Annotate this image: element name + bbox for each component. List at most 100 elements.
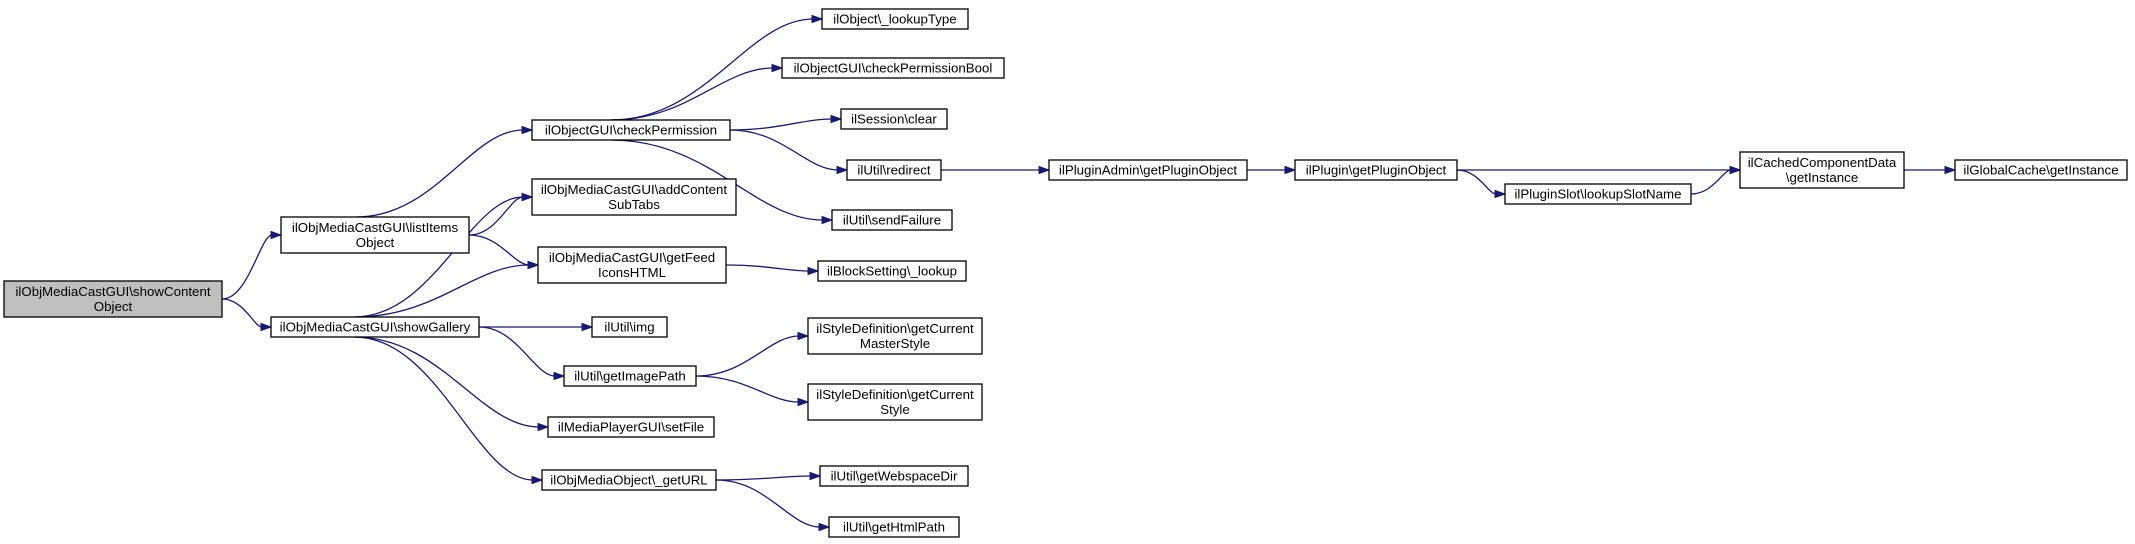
edge-line — [695, 335, 800, 377]
node-n12[interactable]: ilObjectGUI\checkPermissionBool — [781, 57, 1005, 79]
edge-n3-n5 — [354, 192, 534, 318]
edge-line — [468, 234, 530, 266]
node-box — [781, 57, 1005, 79]
nodes-layer: ilObjMediaCastGUI\showContentObjectilObj… — [3, 8, 2128, 538]
edge-n2-n4 — [356, 125, 534, 218]
node-box — [846, 159, 942, 181]
node-n23[interactable]: ilPluginSlot\lookupSlotName — [1504, 183, 1692, 205]
arrowhead-icon — [811, 14, 824, 24]
node-n4[interactable]: ilObjectGUI\checkPermission — [531, 119, 731, 141]
node-n20[interactable]: ilUtil\getHtmlPath — [828, 516, 960, 538]
node-box — [541, 469, 717, 491]
arrowhead-icon — [797, 331, 810, 341]
arrowhead-icon — [807, 266, 820, 276]
node-label: ilPlugin\getPluginObject — [1306, 163, 1447, 178]
node-box — [537, 246, 727, 284]
node-label: ilGlobalCache\getInstance — [1963, 163, 2118, 178]
edge-n23-n24 — [1690, 165, 1742, 195]
node-n3[interactable]: ilObjMediaCastGUI\showGallery — [270, 316, 480, 338]
arrowhead-icon — [553, 371, 566, 381]
node-box — [831, 209, 953, 231]
arrowhead-icon — [818, 522, 831, 532]
edge-line — [611, 18, 814, 121]
node-box — [1048, 159, 1248, 181]
arrowhead-icon — [1494, 189, 1507, 199]
node-label: MasterStyle — [860, 336, 930, 351]
arrowhead-icon — [830, 114, 843, 124]
node-n21[interactable]: ilPluginAdmin\getPluginObject — [1048, 159, 1248, 181]
node-n19[interactable]: ilUtil\getWebspaceDir — [819, 465, 969, 487]
edge-n8-n18 — [695, 375, 810, 407]
node-box — [547, 416, 715, 438]
node-n7[interactable]: ilUtil\img — [591, 316, 668, 338]
node-box — [531, 119, 731, 141]
node-n10[interactable]: ilObjMediaObject\_getURL — [541, 469, 717, 491]
node-box — [1504, 183, 1692, 205]
node-box — [1954, 159, 2128, 181]
edge-n3-n7 — [479, 322, 594, 332]
edge-n6-n16 — [725, 264, 820, 276]
arrowhead-icon — [771, 63, 784, 73]
node-n25[interactable]: ilGlobalCache\getInstance — [1954, 159, 2128, 181]
edge-line — [1456, 169, 1497, 195]
arrowhead-icon — [270, 230, 283, 240]
node-n11[interactable]: ilObject\_lookupType — [821, 8, 969, 30]
node-label: ilObjMediaCastGUI\showGallery — [280, 320, 471, 335]
node-n16[interactable]: ilBlockSetting\_lookup — [817, 260, 967, 282]
node-label: ilObjectGUI\checkPermission — [545, 123, 717, 138]
edge-line — [729, 129, 839, 171]
node-n22[interactable]: ilPlugin\getPluginObject — [1294, 159, 1458, 181]
arrowhead-icon — [531, 475, 544, 485]
node-label: ilObjMediaCastGUI\showContent — [15, 284, 210, 299]
node-n14[interactable]: ilUtil\redirect — [846, 159, 942, 181]
node-n24[interactable]: ilCachedComponentData\getInstance — [1739, 151, 1905, 189]
node-label: ilObjMediaObject\_getURL — [550, 473, 707, 488]
edges-layer — [221, 14, 1957, 532]
node-label: ilUtil\getImagePath — [574, 369, 686, 384]
node-n9[interactable]: ilMediaPlayerGUI\setFile — [547, 416, 715, 438]
node-label: IconsHTML — [598, 265, 666, 280]
edge-line — [715, 475, 812, 481]
arrowhead-icon — [821, 215, 834, 225]
node-box — [3, 280, 223, 318]
node-box — [828, 516, 960, 538]
edge-line — [729, 118, 833, 131]
edge-n3-n10 — [354, 336, 544, 485]
node-label: ilPluginSlot\lookupSlotName — [1514, 187, 1681, 202]
node-label: ilPluginAdmin\getPluginObject — [1059, 163, 1237, 178]
node-n13[interactable]: ilSession\clear — [840, 108, 948, 130]
edge-n1-n2 — [221, 230, 283, 300]
node-box — [819, 465, 969, 487]
arrowhead-icon — [527, 260, 540, 270]
arrowhead-icon — [797, 397, 810, 407]
arrowhead-icon — [809, 471, 822, 481]
node-label: ilStyleDefinition\getCurrent — [816, 321, 974, 336]
node-box — [591, 316, 668, 338]
edge-line — [695, 375, 800, 403]
node-label: ilObjMediaCastGUI\listItems — [292, 220, 459, 235]
node-label: ilObjectGUI\checkPermissionBool — [794, 61, 993, 76]
node-label: ilObject\_lookupType — [833, 12, 956, 27]
edge-n3-n8 — [478, 326, 566, 381]
edge-n21-n22 — [1247, 165, 1297, 175]
edge-line — [478, 326, 556, 377]
arrowhead-icon — [1729, 165, 1742, 175]
edge-line — [356, 129, 524, 218]
edge-line — [468, 196, 524, 236]
node-box — [840, 108, 948, 130]
edge-n4-n14 — [729, 129, 849, 175]
node-box — [817, 260, 967, 282]
edge-line — [354, 336, 540, 428]
edge-n10-n20 — [715, 479, 831, 532]
node-n15[interactable]: ilUtil\sendFailure — [831, 209, 953, 231]
node-n8[interactable]: ilUtil\getImagePath — [563, 365, 697, 387]
edge-line — [221, 298, 263, 328]
node-box — [1739, 151, 1905, 189]
